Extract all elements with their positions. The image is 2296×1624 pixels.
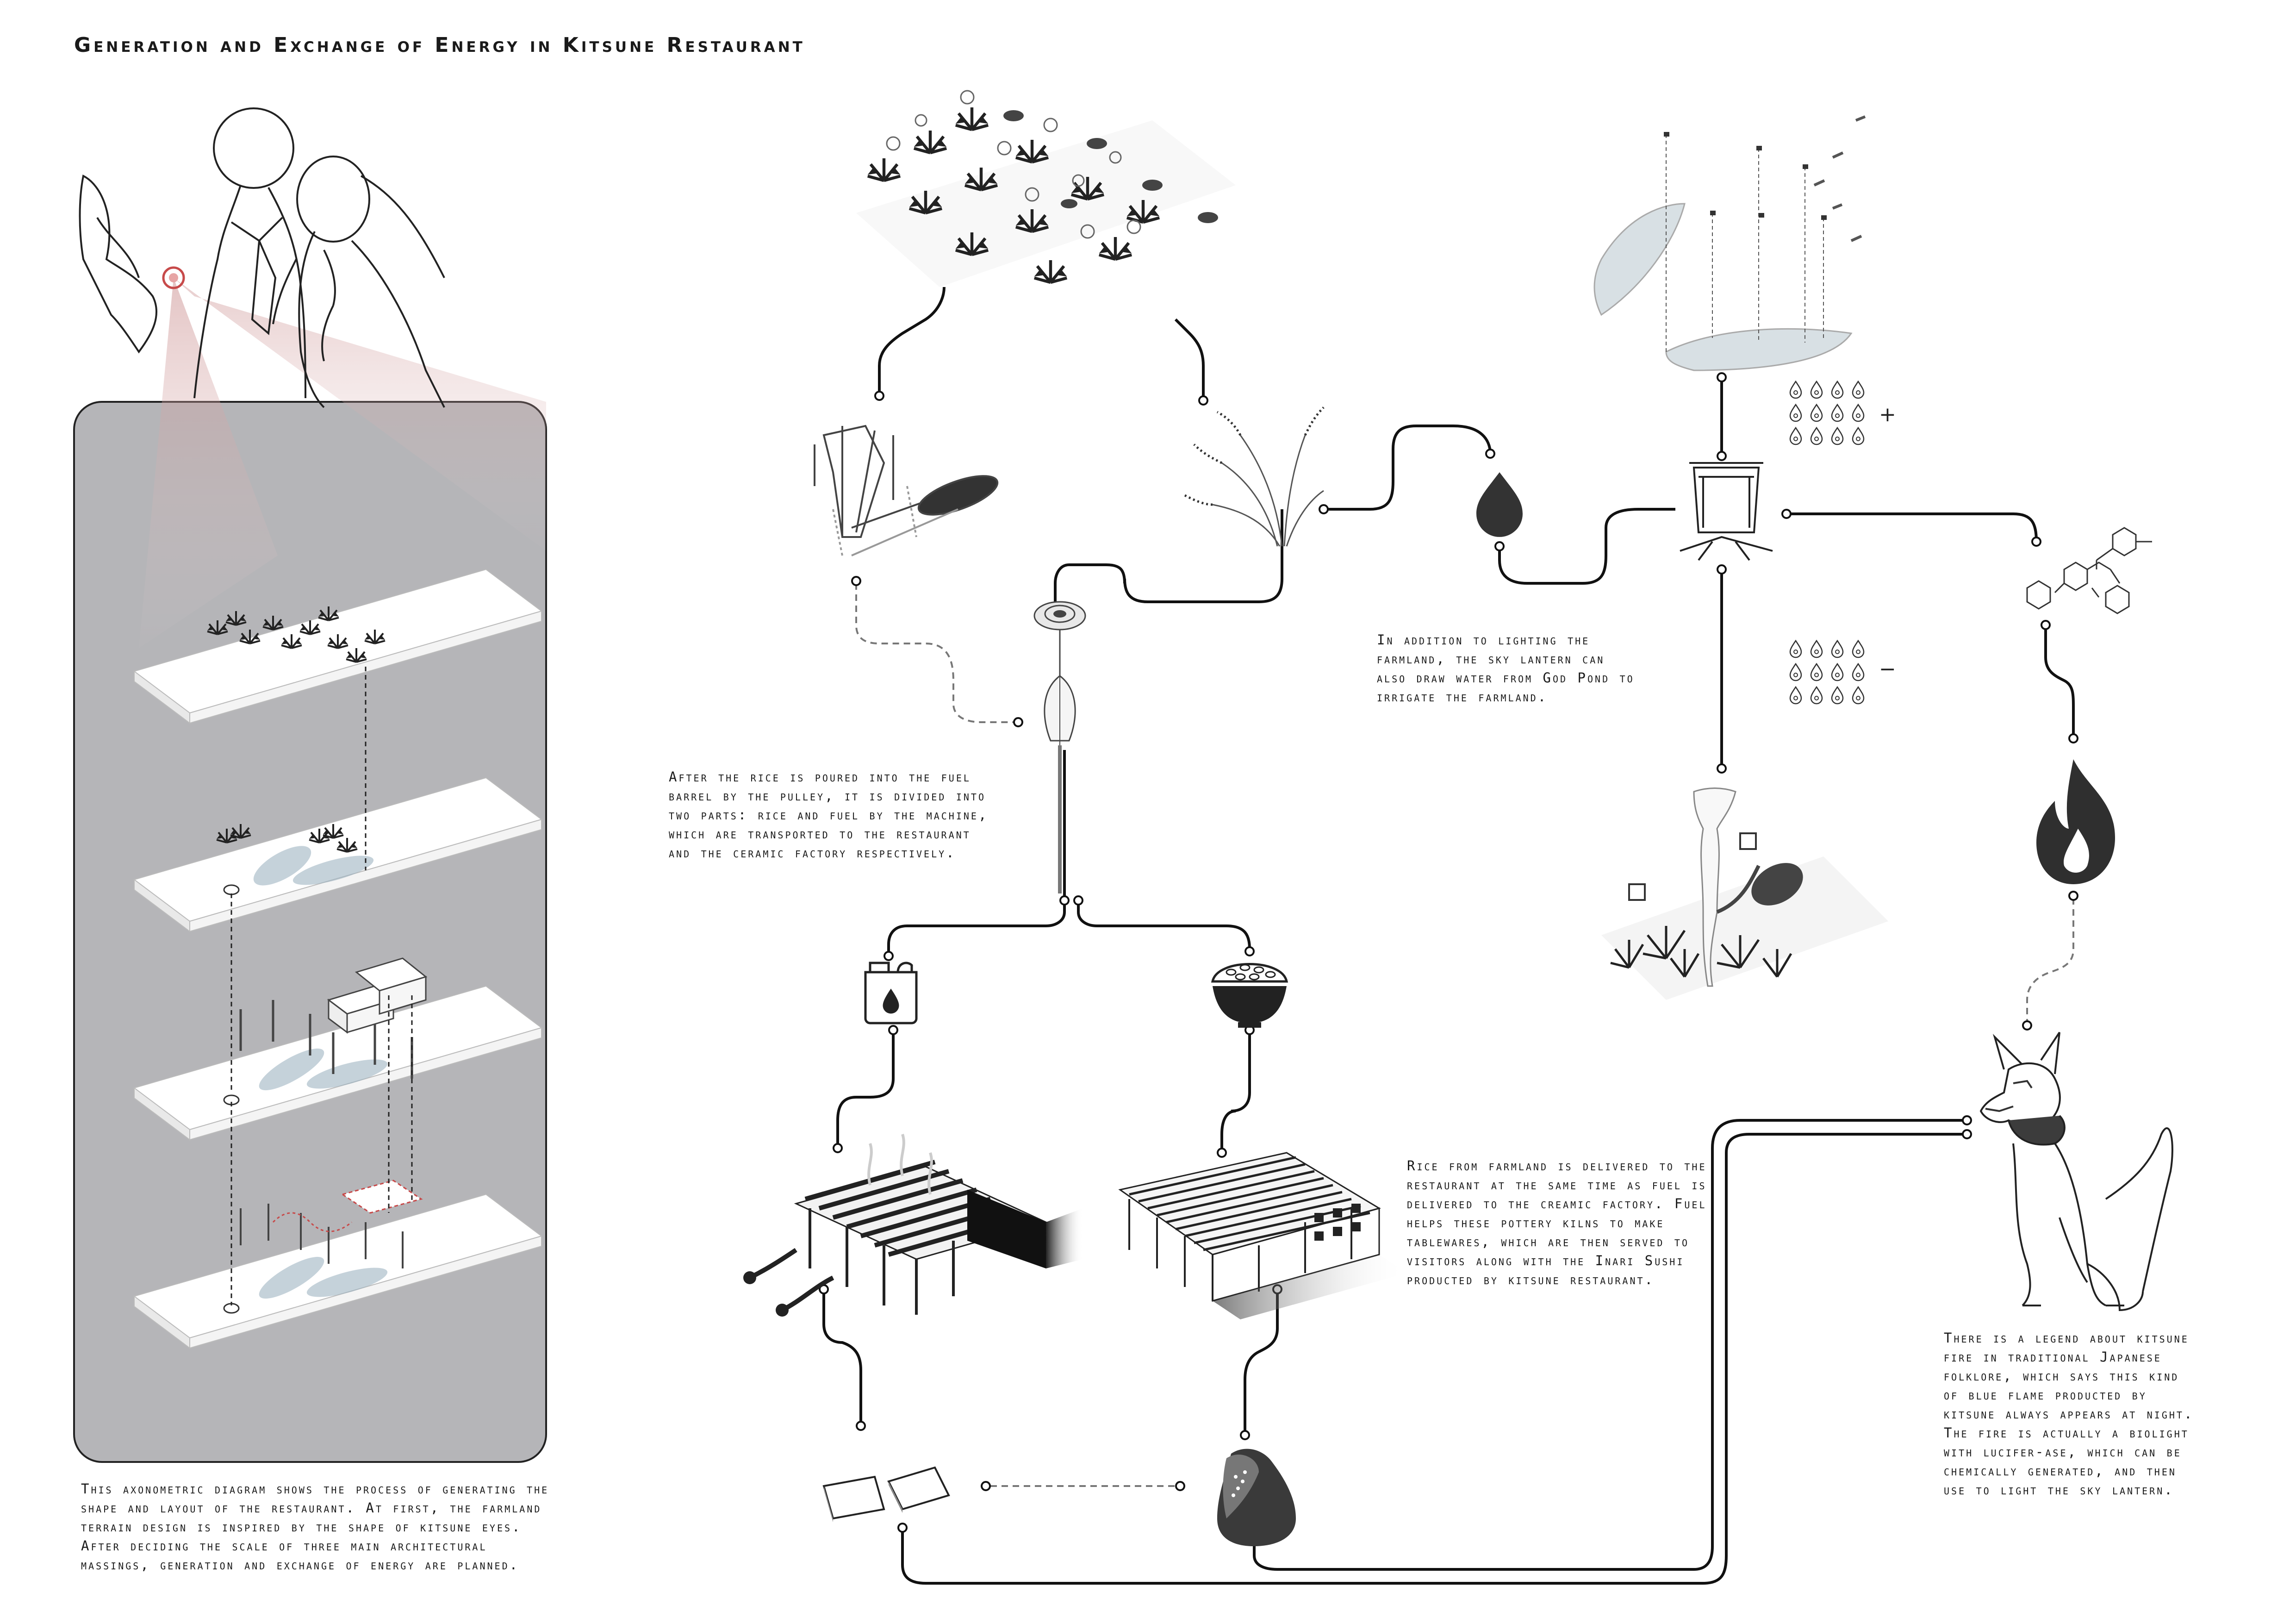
fountain-garden-icon <box>1601 787 1888 1000</box>
kitsune-fox-icon <box>1979 1031 2173 1312</box>
water-drop-icon <box>1476 472 1523 537</box>
fuel-barrel-icon <box>1033 601 1086 893</box>
plus-sign: + <box>1879 403 1896 426</box>
water-minus-grid <box>1789 640 1865 705</box>
rice-bowl-icon <box>1211 963 1288 1028</box>
sky-lantern-cluster-icon <box>856 90 1236 287</box>
sky-lantern-caption: In addition to lighting the farmland, th… <box>1377 632 1635 705</box>
people-with-map-icon <box>79 107 445 408</box>
page-title: Generation and Exchange of Energy in Kit… <box>74 33 805 57</box>
axonometric-caption: This axonometric diagram shows the proce… <box>81 1481 549 1573</box>
flow-lines <box>822 287 2075 1585</box>
flame-icon <box>2036 759 2115 884</box>
rice-delivery-caption: Rice from farmland is delivered to the r… <box>1407 1158 1707 1287</box>
minus-sign: − <box>1879 657 1896 681</box>
flow-nodes <box>819 372 2078 1533</box>
rice-plant-icon <box>1184 406 1325 547</box>
slab-connectors <box>230 667 413 1305</box>
map-marker-icon <box>162 266 185 289</box>
dashed-flows <box>855 583 2074 1487</box>
fuel-jug-icon <box>864 962 918 1024</box>
kitsune-fire-caption: There is a legend about kitsune fire in … <box>1944 1330 2194 1498</box>
lantern-frame-icon <box>1680 462 1773 561</box>
slab-4 <box>134 1180 542 1349</box>
view-beam <box>174 278 546 551</box>
rice-sack-icon <box>1217 1449 1296 1546</box>
map-marker-dot <box>169 273 178 282</box>
pulley-machine-icon <box>814 425 999 556</box>
restaurant-building-icon <box>1118 1152 1407 1319</box>
rice-pulley-caption: After the rice is poured into the fuel b… <box>669 769 989 861</box>
plates-icon <box>822 1466 950 1522</box>
water-plus-grid <box>1789 381 1865 445</box>
ceramic-factory-icon <box>743 1134 1083 1317</box>
slab-2 <box>134 777 542 932</box>
slab-3 <box>134 957 542 1140</box>
molecule-icon <box>2026 527 2152 614</box>
floating-lanterns-icon <box>1593 115 1866 371</box>
